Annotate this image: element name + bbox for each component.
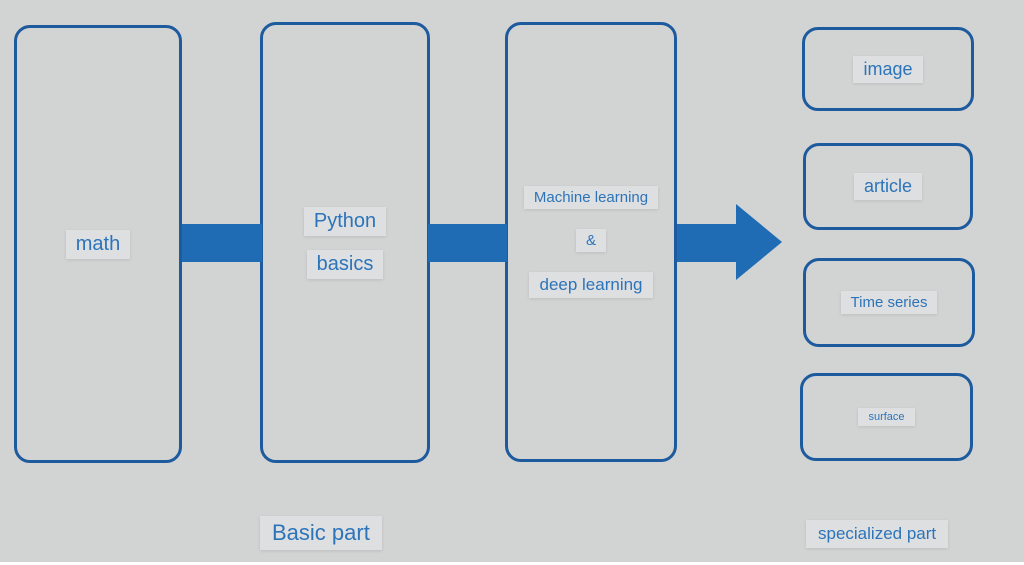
arrow-math-to-python	[182, 224, 262, 262]
surface-label: surface	[858, 408, 915, 426]
article-label: article	[853, 173, 922, 200]
image-box: image	[802, 27, 974, 111]
python-label-line2: basics	[306, 249, 384, 279]
image-label: image	[853, 55, 923, 83]
time-series-label: Time series	[840, 291, 938, 314]
arrow-ml-to-specialized-shaft	[677, 224, 736, 262]
machine-learning-box: Machine learning & deep learning	[505, 22, 677, 462]
arrow-python-to-ml	[428, 224, 507, 262]
time-series-box: Time series	[803, 258, 975, 347]
surface-box: surface	[800, 373, 973, 461]
specialized-part-caption: specialized part	[806, 520, 949, 548]
ml-label-line1: Machine learning	[523, 186, 659, 209]
python-basics-label-stack: Python basics	[303, 206, 387, 279]
bottom-white-strip	[0, 562, 1024, 565]
python-basics-box: Python basics	[260, 22, 430, 463]
python-label-line1: Python	[303, 206, 387, 236]
math-box: math	[14, 25, 182, 463]
ml-label-stack: Machine learning & deep learning	[523, 186, 659, 298]
basic-part-caption: Basic part	[260, 516, 382, 550]
math-label: math	[65, 229, 131, 259]
ml-label-line2: &	[575, 229, 606, 252]
arrow-ml-to-specialized-head	[736, 204, 782, 280]
ml-label-line3: deep learning	[529, 272, 653, 298]
article-box: article	[803, 143, 973, 230]
